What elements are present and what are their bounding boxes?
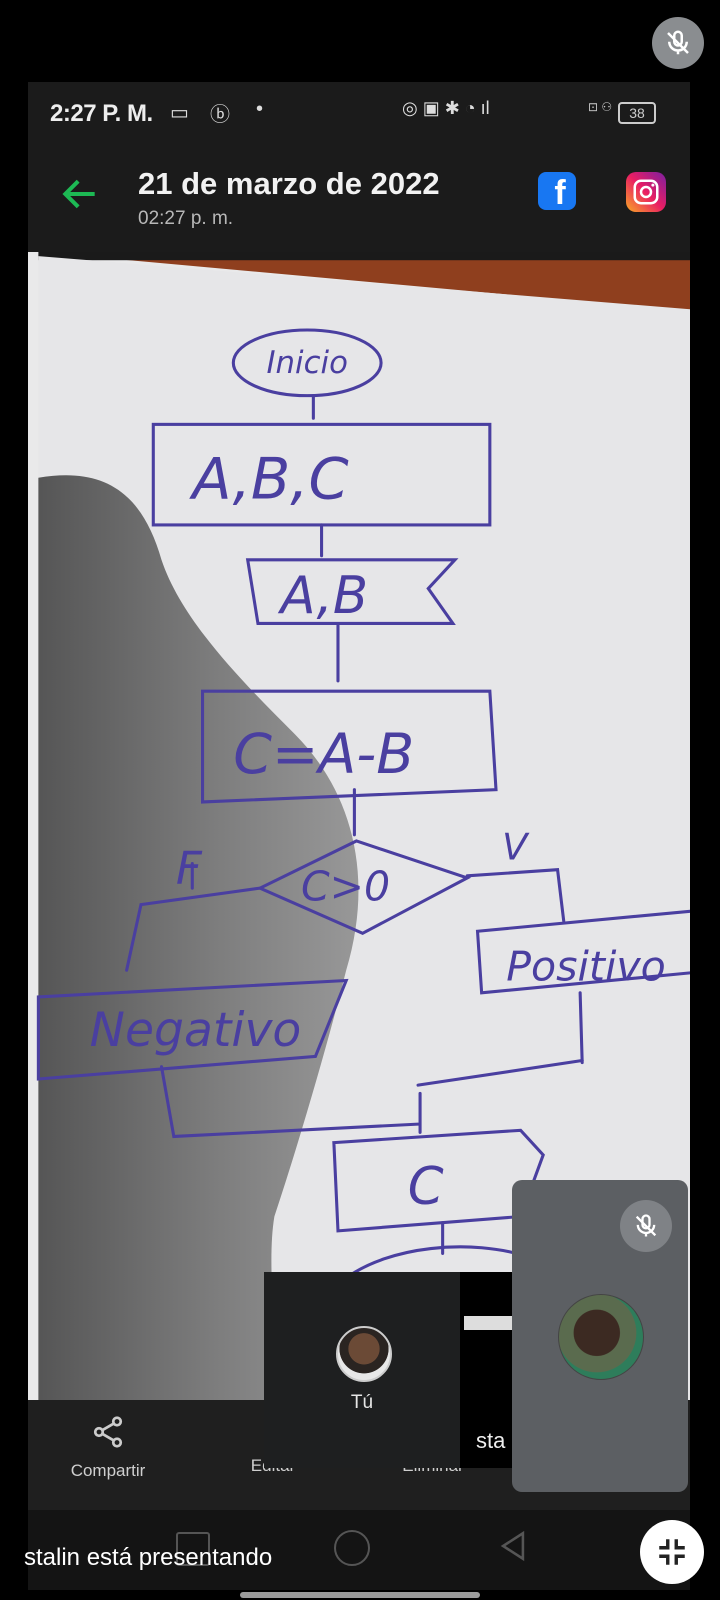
- mic-off-glyph: [667, 30, 689, 55]
- triangle-back-icon[interactable]: [496, 1528, 530, 1564]
- share-icon: [93, 1416, 123, 1448]
- share-label: Compartir: [70, 1461, 146, 1480]
- status-bar: 2:27 P. M. ▭ ⓑ • ◎ ▣ ✱ ◔ ıl ⊡ ⚇ 38: [28, 82, 690, 144]
- speed-icon: ⊡ ⚇: [588, 100, 613, 114]
- flow-true: V: [502, 825, 530, 868]
- flow-input2: A,B: [278, 566, 369, 626]
- flow-start: Inicio: [266, 345, 347, 381]
- home-indicator[interactable]: [240, 1592, 480, 1598]
- presenter-status: stalin está presentando: [24, 1544, 273, 1571]
- page-subtitle: 02:27 p. m.: [138, 208, 234, 229]
- self-video-tile[interactable]: Tú: [264, 1272, 460, 1468]
- battery-indicator: 38: [618, 102, 656, 124]
- flow-input1: A,B,C: [188, 445, 348, 512]
- screen-share-thumbnail[interactable]: [460, 1272, 512, 1468]
- system-icons: ◎ ▣ ✱ ◔ ıl: [402, 98, 490, 118]
- dot-icon: •: [256, 98, 264, 120]
- avatar: [558, 1294, 644, 1380]
- facebook-icon[interactable]: f: [538, 172, 576, 210]
- flow-process: C=A-B: [233, 723, 414, 787]
- instagram-icon[interactable]: [626, 172, 666, 212]
- flow-decision: C>0: [301, 862, 390, 910]
- flow-final: C: [408, 1157, 444, 1217]
- status-time: 2:27 P. M.: [50, 100, 153, 127]
- video-icon: ▭: [170, 102, 189, 124]
- avatar: [336, 1326, 392, 1382]
- mic-off-icon: [620, 1200, 672, 1252]
- app-header: 21 de marzo de 2022 02:27 p. m. f: [28, 144, 690, 252]
- flow-positive: Positivo: [506, 943, 666, 991]
- notification-icon: ⓑ: [210, 104, 230, 126]
- circle-nav-icon[interactable]: [334, 1530, 370, 1566]
- remote-participant-tile[interactable]: [512, 1180, 688, 1492]
- flowchart-photo: Inicio A,B,C A,B C=A-B C>0 F V Negativo …: [36, 252, 690, 1480]
- share-button[interactable]: Compartir: [28, 1414, 188, 1481]
- back-arrow-icon[interactable]: [58, 172, 102, 216]
- self-label: Tú: [350, 1392, 374, 1413]
- flow-negative: Negativo: [90, 1003, 302, 1058]
- exit-fullscreen-icon[interactable]: [640, 1520, 704, 1584]
- nav-bar: [28, 1510, 690, 1590]
- thumbnail-preview: [464, 1316, 512, 1330]
- page-title: 21 de marzo de 2022: [138, 166, 440, 201]
- flow-false: F: [176, 842, 203, 895]
- participant-name: sta: [476, 1428, 506, 1453]
- mic-off-icon[interactable]: [652, 17, 704, 69]
- square-nav-icon[interactable]: [176, 1532, 210, 1566]
